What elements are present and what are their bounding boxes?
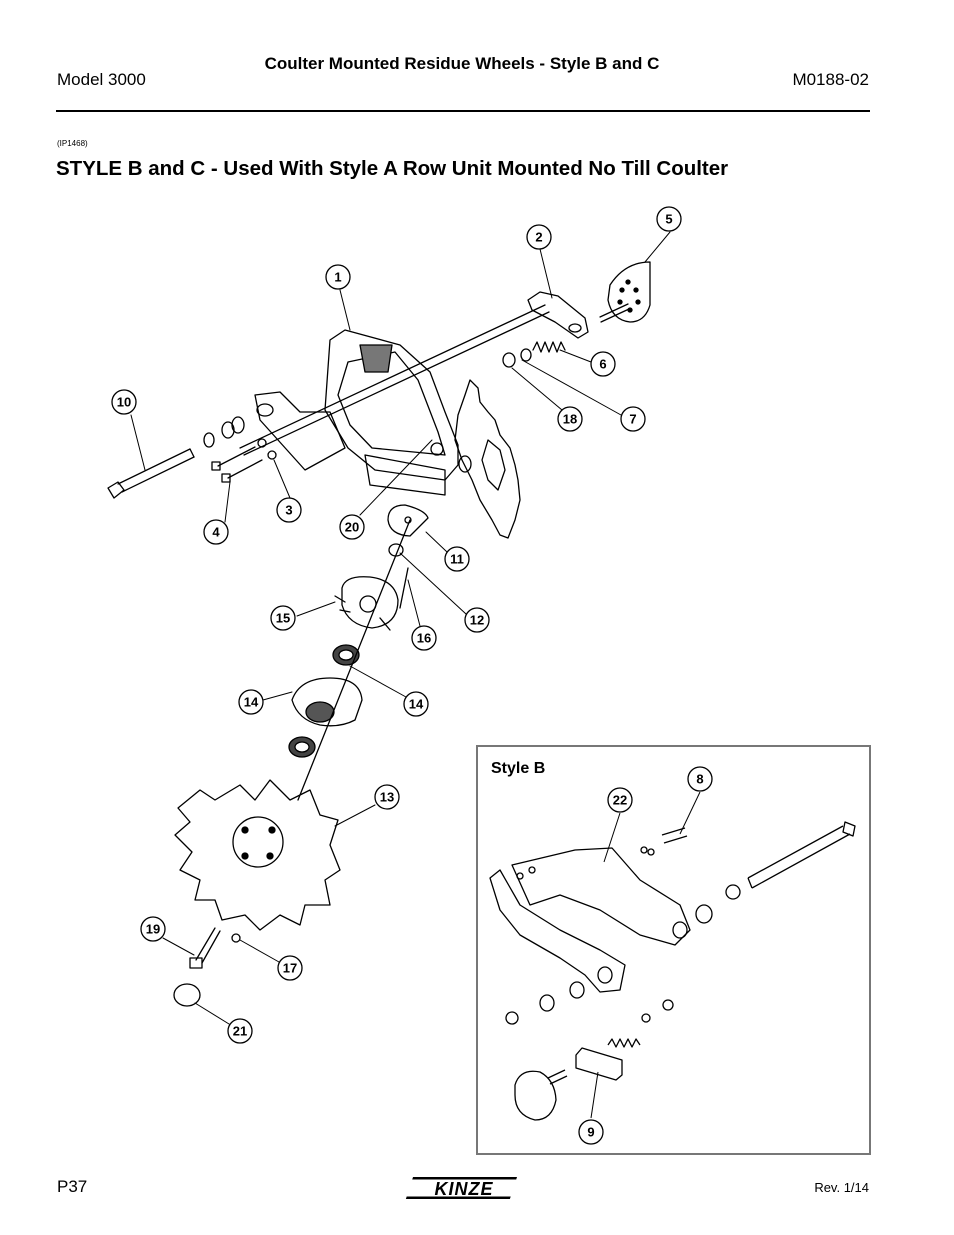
callout-label-15: 15 [276,611,290,626]
header-divider [56,110,870,112]
wheel-hub [291,677,363,727]
callout-5 [656,206,682,232]
callout-label-18: 18 [563,412,577,427]
callout-7 [620,406,646,432]
page-title: Coulter Mounted Residue Wheels - Style B… [264,54,660,73]
callout-10 [111,389,137,415]
callout-13 [374,784,400,810]
logo-wordmark: KINZE [435,1179,494,1199]
callout-6 [590,351,616,377]
callout-8 [687,766,713,792]
callout-15 [270,605,296,631]
dust-cap [173,983,201,1007]
assembly-centerline [297,519,411,801]
flat-washer [203,432,215,448]
callout-label-14b: 14 [409,697,424,712]
spring [532,341,566,353]
residue-wheel [174,779,341,931]
lock-nut [502,348,532,368]
callout-20 [339,514,365,540]
callout-label-20: 20 [345,520,359,535]
callout-9 [578,1119,604,1145]
axle-shaft [239,304,550,456]
callout-4 [203,519,229,545]
hub-cap [387,504,429,537]
small-nuts [257,438,277,460]
style-b-bushing [695,904,713,924]
style-b-inset-frame [476,745,871,1155]
callout-12 [464,607,490,633]
long-bolt [107,448,195,499]
callout-label-1: 1 [334,270,341,285]
callout-label-19: 19 [146,922,160,937]
inset-title: Style B [491,760,546,777]
document-number: M0188-02 [792,70,869,89]
callout-label-9: 9 [587,1125,594,1140]
callout-label-14a: 14 [244,695,259,710]
callout-label-2: 2 [535,230,542,245]
callout-label-16: 16 [417,631,431,646]
callout-1 [325,264,351,290]
callout-label-22: 22 [613,793,627,808]
page-number: P37 [57,1177,88,1196]
style-b-spring [607,1038,641,1048]
callout-label-3: 3 [285,503,292,518]
style-b-bolt [747,821,856,889]
mounting-arm [254,329,459,496]
model-label: Model 3000 [57,70,146,89]
hub-flange-plate [334,576,399,631]
wheel-bolt [189,927,221,969]
callout-14b [403,691,429,717]
revision-label: Rev. 1/14 [814,1180,869,1195]
callout-21 [227,1018,253,1044]
callout-label-8: 8 [696,772,703,787]
upright-residue-wheel [454,379,521,539]
bearing-upper [332,644,360,666]
callout-14a [238,689,264,715]
callout-19 [140,916,166,942]
style-b-washer [725,884,741,900]
figure-code: (IP1468) [57,139,88,148]
kinze-logo: KINZE [405,1177,518,1199]
small-lock-nut [231,933,241,943]
section-heading: STYLE B and C - Used With Style A Row Un… [56,157,729,180]
callout-11 [444,546,470,572]
callout-label-7: 7 [629,412,636,427]
callout-3 [276,497,302,523]
callout-label-13: 13 [380,790,394,805]
callout-label-12: 12 [470,613,484,628]
callout-label-10: 10 [117,395,131,410]
leader-lines [130,231,671,1025]
style-b-arm [489,847,691,993]
style-b-small-bolts [640,827,688,856]
style-b-bracket [575,1047,623,1081]
style-b-plate [514,1069,568,1121]
callout-2 [526,224,552,250]
callout-label-17: 17 [283,961,297,976]
hub-bolt [399,567,409,609]
callout-label-5: 5 [665,212,672,227]
carriage-bolts [211,446,263,483]
callout-17 [277,955,303,981]
callout-22 [607,787,633,813]
callout-label-11: 11 [450,552,464,567]
callout-label-21: 21 [233,1024,247,1039]
bearing-lower [288,736,316,758]
callout-label-4: 4 [212,525,220,540]
pivot-bracket [527,291,589,339]
callout-label-6: 6 [599,357,606,372]
callout-16 [411,625,437,651]
depth-plate [599,261,651,323]
callout-markers [111,206,713,1145]
callout-18 [557,406,583,432]
spacer-bushing [221,416,245,439]
